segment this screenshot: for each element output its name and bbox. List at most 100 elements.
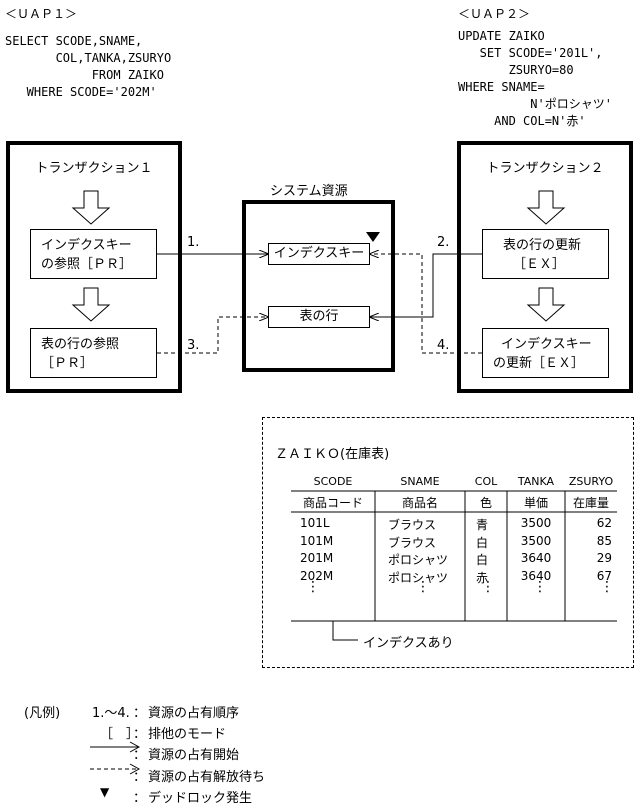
t2-step1-line: ［ＥＸ］ [513,257,566,272]
legend-colon: ： [133,791,147,806]
zaiko-col-tanka: TANKA [517,475,555,488]
ellipsis-icon: ⋮ [306,579,320,595]
zaiko-cell: ポロシャツ [388,570,449,585]
deadlock-marker-icon [366,232,380,242]
zaiko-col-sname: SNAME [400,475,440,488]
zaiko-cell: 62 [596,516,612,530]
uap2-sql: UPDATE ZAIKO SET SCODE='201L', ZSURYO=80… [458,28,612,130]
transaction1-box [6,141,182,393]
system-resource-box [242,200,395,372]
t1-row-ref-box: 表の行の参照 ［ＰＲ］ [30,328,157,378]
order-label-2: 2. [437,235,450,250]
transaction2-title: トランザクション２ [486,161,604,176]
uap2-sql-line: AND COL=N'赤' [458,114,586,128]
legend-dashed-arrow-icon [90,763,141,775]
uap2-sql-line: SET SCODE='201L', [458,46,603,60]
zaiko-cell: 67 [596,568,612,583]
legend-symbol-order: 1.～4. [92,706,130,721]
t2-flow-arrow-top [526,190,566,225]
uap1-sql: SELECT SCODE,SNAME, COL,TANKA,ZSURYO FRO… [5,33,171,101]
t1-step2-line: ［ＰＲ］ [41,356,94,371]
zaiko-cell: ブラウス [388,518,437,532]
zaiko-cell: 202M [300,568,334,583]
arrow-4-dashed [370,254,482,354]
uap1-title: ＜ＵＡＰ１＞ [5,7,78,21]
legend-desc: デッドロック発生 [148,791,253,806]
legend-colon: ： [133,727,147,742]
ellipsis-icon: ⋮ [600,579,614,595]
system-resource-title: システム資源 [270,184,348,199]
zaiko-cell: 85 [596,533,612,548]
uap2-sql-line: WHERE SNAME= [458,80,545,94]
legend-deadlock-icon: ▼ [100,785,110,799]
order-label-3: 3. [187,338,200,353]
legend-desc: 資源の占有開始 [148,748,240,763]
zaiko-col-scode: SCODE [313,475,353,488]
t2-step2-line: の更新［ＥＸ］ [493,356,585,371]
arrow-3-dashed [157,317,268,354]
t1-index-key-ref-box: インデクスキー の参照［ＰＲ］ [30,229,157,279]
zaiko-col-jp: 色 [479,496,492,510]
arrow-2-solid [370,253,482,317]
zaiko-col-jp: 単価 [523,496,548,510]
zaiko-index-note: インデクスあり [363,636,454,651]
legend-colon: ： [133,770,147,785]
zaiko-cell: 3640 [520,568,552,583]
transaction2-box [457,141,633,393]
ellipsis-icon: ⋮ [533,579,547,595]
zaiko-cell: 3500 [520,516,552,530]
uap2-title: ＜ＵＡＰ２＞ [458,7,531,21]
ellipsis-icon: ⋮ [416,579,430,595]
ellipsis-icon: ⋮ [481,579,495,595]
uap1-sql-line: WHERE SCODE='202M' [5,85,157,99]
transaction1-title: トランザクション１ [35,161,153,176]
zaiko-col-jp: 商品コード [302,496,363,510]
zaiko-cell: ポロシャツ [388,553,449,567]
legend-desc: 資源の占有順序 [148,706,240,721]
zaiko-cell: 白 [476,553,489,567]
t2-step2-line: インデクスキー [501,337,592,352]
zaiko-cell: ブラウス [388,535,437,550]
t2-step1-line: 表の行の更新 [503,238,582,253]
t2-row-update-box: 表の行の更新 ［ＥＸ］ [482,229,609,279]
zaiko-cell: 3500 [520,533,552,548]
zaiko-col-zsuryo: ZSURYO [568,475,614,488]
zaiko-cell: 201M [300,551,334,565]
uap2-sql-line: ZSURYO=80 [458,63,574,77]
uap1-sql-line: SELECT SCODE,SNAME, [5,34,143,48]
uap1-sql-line: COL,TANKA,ZSURYO [5,51,172,65]
zaiko-col-col: COL [474,475,498,488]
legend-desc: 資源の占有解放待ち [148,770,266,785]
t2-index-key-update-box: インデクスキー の更新［ＥＸ］ [482,328,609,378]
zaiko-cell: 青 [476,518,489,532]
zaiko-cell: 3640 [520,551,552,565]
order-label-4: 4. [437,338,450,353]
legend-heading: (凡例) [24,706,61,721]
uap2-sql-line: UPDATE ZAIKO [458,29,545,43]
zaiko-cell: 101M [300,533,334,548]
t1-flow-arrow-mid [71,287,111,322]
zaiko-cell: 29 [596,551,612,565]
t1-step1-line: の参照［ＰＲ］ [41,257,133,272]
t1-flow-arrow-top [71,190,111,225]
zaiko-frame [262,417,634,668]
zaiko-col-jp: 商品名 [401,496,438,510]
zaiko-cell: 赤 [476,570,489,585]
legend-solid-arrow-icon [90,741,141,753]
zaiko-cell: 白 [476,535,489,550]
zaiko-cell: 101L [300,516,330,530]
legend-symbol-mode: ［ ］ [100,727,140,742]
zaiko-col-jp: 在庫量 [572,496,609,510]
t2-flow-arrow-mid [526,287,566,322]
uap1-sql-line: FROM ZAIKO [5,68,164,82]
legend-desc: 排他のモード [148,727,227,742]
legend-colon: ： [133,706,147,721]
t1-step2-line: 表の行の参照 [41,337,120,352]
zaiko-title: ＺＡＩＫＯ(在庫表) [275,447,390,462]
t1-step1-line: インデクスキー [41,238,132,253]
uap2-sql-line: N'ポロシャツ' [458,97,612,111]
legend-colon: ： [133,748,147,763]
order-label-1: 1. [187,235,200,250]
